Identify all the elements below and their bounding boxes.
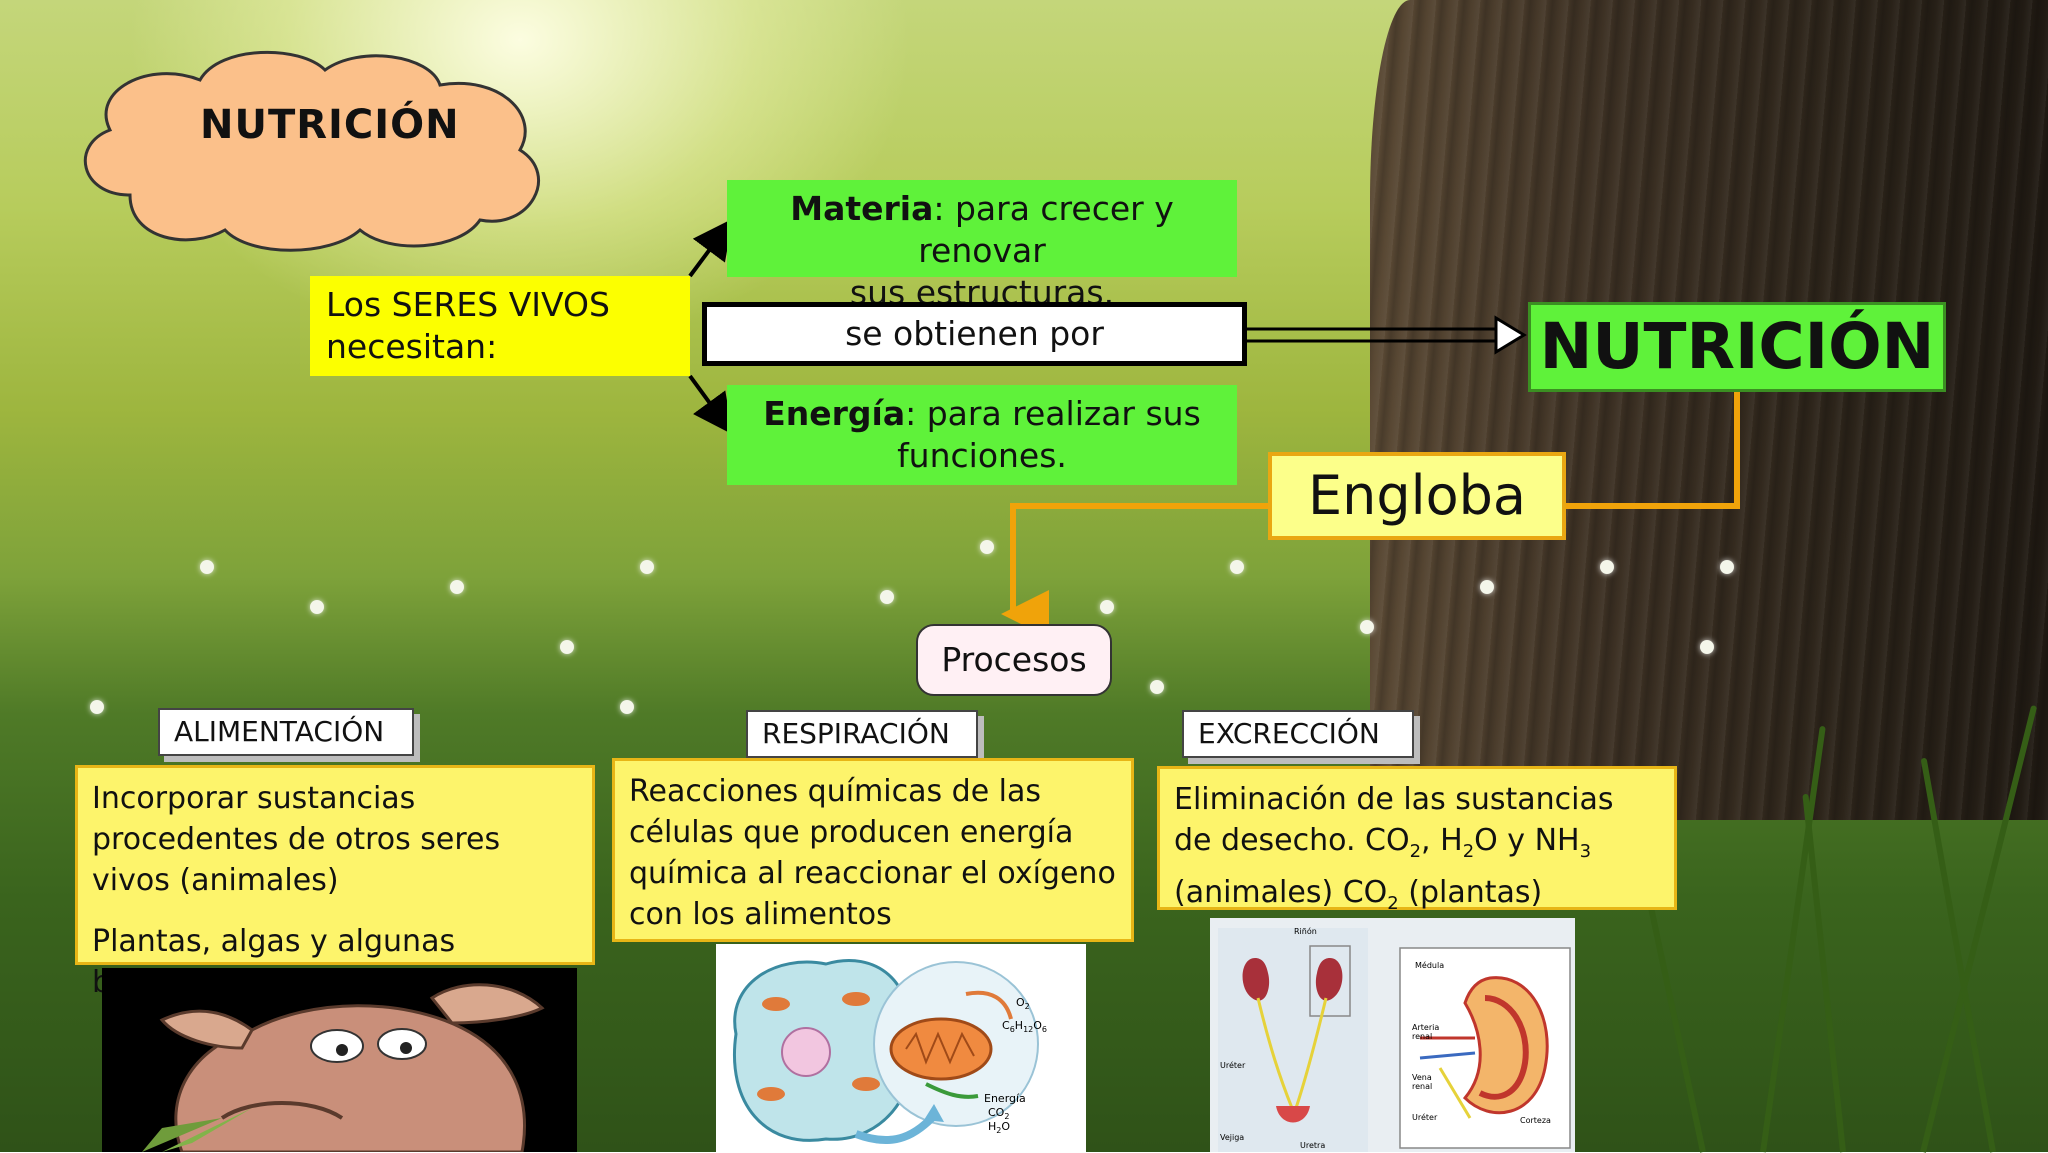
medula-label: Médula bbox=[1415, 960, 1444, 970]
flower bbox=[1600, 560, 1614, 574]
flower bbox=[560, 640, 574, 654]
engloba-box: Engloba bbox=[1268, 452, 1566, 540]
respiracion-description: Reacciones químicas de las células que p… bbox=[612, 758, 1134, 942]
excrecion-text-d: (animales) CO bbox=[1174, 875, 1388, 910]
flower bbox=[1360, 620, 1374, 634]
co2-sub: 2 bbox=[1004, 1112, 1009, 1121]
arteria-renal-label: renal bbox=[1412, 1032, 1432, 1041]
tab-excrecion: EXCRECCIÓN bbox=[1182, 710, 1414, 758]
flower bbox=[1100, 600, 1114, 614]
excrecion-text-b: , H bbox=[1421, 823, 1463, 858]
o2-sub: 2 bbox=[1025, 1002, 1030, 1011]
seres-vivos-line2: necesitan: bbox=[326, 327, 498, 366]
svg-text:C6H12O6: C6H12O6 bbox=[1002, 1019, 1047, 1034]
ureter-right-label: Uréter bbox=[1412, 1112, 1438, 1122]
materia-box: Materia: para crecer y renovar sus estru… bbox=[727, 180, 1237, 312]
flower bbox=[1480, 580, 1494, 594]
vejiga-label: Vejiga bbox=[1220, 1133, 1244, 1142]
flower bbox=[880, 590, 894, 604]
ureter-left-label: Uréter bbox=[1220, 1060, 1246, 1070]
flower bbox=[200, 560, 214, 574]
glucose-sub2: 12 bbox=[1023, 1025, 1033, 1034]
materia-bold: Materia bbox=[790, 189, 934, 228]
svg-text:CO2: CO2 bbox=[988, 1106, 1009, 1121]
cloud-title: NUTRICIÓN bbox=[200, 102, 460, 148]
flower bbox=[620, 700, 634, 714]
energia-label: Energía bbox=[984, 1092, 1026, 1105]
h2o-label: H bbox=[988, 1120, 996, 1133]
seres-vivos-line1: Los SERES VIVOS bbox=[326, 285, 610, 324]
vena-label: Vena bbox=[1412, 1073, 1432, 1082]
svg-text:O2: O2 bbox=[1016, 996, 1030, 1011]
nutricion-box: NUTRICIÓN bbox=[1528, 302, 1946, 392]
flower bbox=[980, 540, 994, 554]
alimentacion-description: Incorporar sustancias procedentes de otr… bbox=[75, 765, 595, 1000]
glucose-sub1: 6 bbox=[1010, 1025, 1015, 1034]
o2-label: O bbox=[1016, 996, 1025, 1009]
glucose-o: O bbox=[1033, 1019, 1042, 1032]
arrow-to-energia bbox=[688, 374, 733, 435]
kidney-illustration: Riñón Uréter Vejiga Uretra Médula Arteri… bbox=[1210, 918, 1575, 1152]
rinon-label: Riñón bbox=[1294, 926, 1317, 936]
arteria-label: Arteria bbox=[1412, 1023, 1439, 1032]
cloud-shape bbox=[83, 50, 540, 252]
h2o-o: O bbox=[1001, 1120, 1010, 1133]
glucose-c: C bbox=[1002, 1019, 1010, 1032]
flower bbox=[450, 580, 464, 594]
flower bbox=[1720, 560, 1734, 574]
flower bbox=[1150, 680, 1164, 694]
connector-engloba-procesos bbox=[1001, 503, 1268, 638]
arrow-to-materia bbox=[688, 218, 733, 278]
excrecion-sub-b: 2 bbox=[1462, 841, 1475, 862]
materia-rest: : para crecer y renovar bbox=[918, 189, 1174, 270]
excrecion-sub-a: 2 bbox=[1409, 841, 1422, 862]
excrecion-description: Eliminación de las sustancias de desecho… bbox=[1157, 766, 1677, 914]
flower bbox=[640, 560, 654, 574]
obtienen-box: se obtienen por bbox=[702, 302, 1247, 366]
tree-trunk bbox=[1370, 0, 2048, 820]
procesos-box: Procesos bbox=[916, 624, 1112, 696]
excrecion-sub-d: 2 bbox=[1387, 893, 1399, 914]
alimentacion-text1: Incorporar sustancias procedentes de otr… bbox=[92, 781, 501, 898]
flower bbox=[310, 600, 324, 614]
energia-bold: Energía bbox=[763, 394, 906, 433]
flower bbox=[1700, 640, 1714, 654]
glucose-sub3: 6 bbox=[1042, 1025, 1047, 1034]
excrecion-text-c: O y NH bbox=[1474, 823, 1580, 858]
energia-line2: funciones. bbox=[897, 436, 1067, 475]
svg-text:H2O: H2O bbox=[988, 1120, 1010, 1135]
uretra-label: Uretra bbox=[1300, 1141, 1325, 1150]
connector-nutricion-engloba bbox=[1566, 392, 1740, 509]
cow-illustration bbox=[102, 968, 577, 1152]
vena-renal-label: renal bbox=[1412, 1082, 1432, 1091]
excrecion-text-a: Eliminación de las sustancias de desecho… bbox=[1174, 782, 1614, 858]
corteza-label: Corteza bbox=[1520, 1116, 1551, 1125]
seres-vivos-box: Los SERES VIVOS necesitan: bbox=[310, 276, 690, 376]
flower bbox=[1230, 560, 1244, 574]
excrecion-sub-c: 3 bbox=[1579, 841, 1592, 862]
co2-label: CO bbox=[988, 1106, 1005, 1119]
energia-box: Energía: para realizar sus funciones. bbox=[727, 385, 1237, 485]
excrecion-text-e: (plantas) bbox=[1398, 875, 1543, 910]
flower bbox=[90, 700, 104, 714]
arrow-to-nutricion bbox=[1247, 315, 1527, 355]
cell-illustration: O2 C6H12O6 Energía CO2 H2O bbox=[716, 944, 1086, 1152]
energia-rest: : para realizar sus bbox=[905, 394, 1201, 433]
tab-respiracion: RESPIRACIÓN bbox=[746, 710, 978, 758]
h2o-sub: 2 bbox=[996, 1126, 1001, 1135]
tab-alimentacion: ALIMENTACIÓN bbox=[158, 708, 414, 756]
glucose-h: H bbox=[1015, 1019, 1023, 1032]
